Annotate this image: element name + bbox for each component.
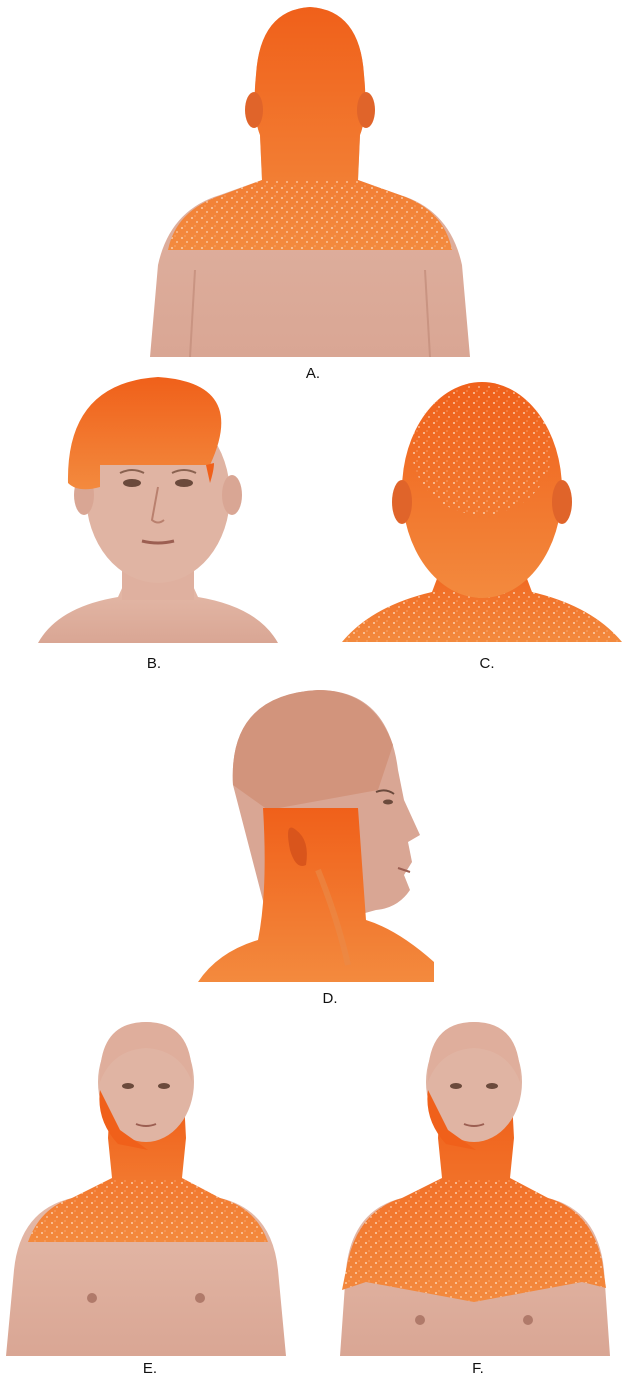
- panel-f-label: F.: [458, 1360, 498, 1377]
- panel-d-figure: [198, 690, 434, 982]
- panel-a-label: A.: [293, 365, 333, 382]
- panel-d-label: D.: [310, 990, 350, 1007]
- panel-e-label: E.: [130, 1360, 170, 1377]
- panel-e-figure: [0, 1020, 292, 1356]
- panel-c-figure: [342, 380, 622, 642]
- panel-f-figure: [334, 1020, 614, 1356]
- panel-b-label: B.: [134, 655, 174, 672]
- panel-c-label: C.: [467, 655, 507, 672]
- panel-a-figure: [150, 5, 470, 357]
- panel-b-figure: [38, 375, 278, 643]
